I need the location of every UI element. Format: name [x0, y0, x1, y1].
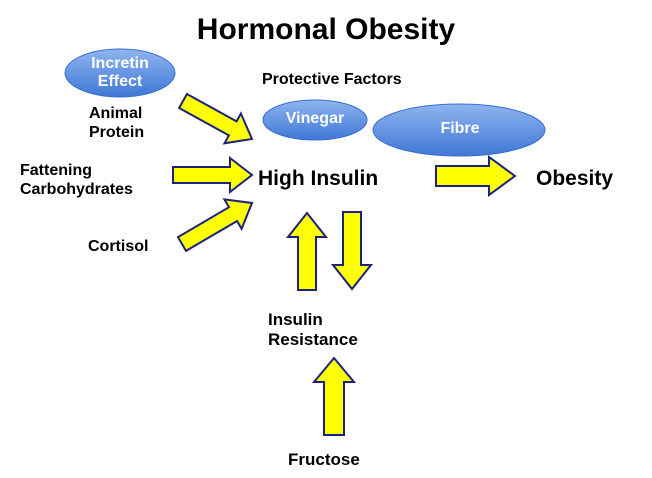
- arrow-high-insulin-to-obesity: [435, 155, 517, 197]
- vinegar-label: Vinegar: [285, 110, 345, 127]
- vinegar-ellipse: [262, 99, 368, 141]
- fattening-carbohydrates-line-2: Carbohydrates: [20, 181, 133, 199]
- arrow-high-insulin-to-insulin-resistance: [330, 211, 374, 291]
- animal-protein-line-2: Protein: [89, 124, 145, 142]
- insulin-resistance-line-1: Insulin: [268, 310, 323, 329]
- protective-factors-heading: Protective Factors: [262, 71, 402, 88]
- fibre-ellipse: [372, 103, 546, 157]
- animal-protein-line-1: Animal: [89, 105, 143, 122]
- fattening-carbohydrates-label: Fattening Carbohydrates: [20, 161, 133, 199]
- animal-protein-label: Animal Protein: [89, 104, 144, 142]
- incretin-effect-line-1: Incretin: [91, 55, 149, 72]
- arrow-cortisol-to-high-insulin: [176, 198, 254, 253]
- cortisol-label: Cortisol: [88, 238, 149, 255]
- arrow-carbohydrates-to-high-insulin: [172, 155, 254, 195]
- incretin-effect-line-2: Effect: [97, 73, 143, 91]
- arrow-insulin-resistance-to-high-insulin: [285, 211, 329, 291]
- arrow-fructose-to-insulin-resistance: [311, 356, 357, 436]
- fibre-label: Fibre: [440, 120, 480, 137]
- diagram-title: Hormonal Obesity: [196, 13, 456, 46]
- fructose-label: Fructose: [288, 450, 360, 469]
- high-insulin-label: High Insulin: [258, 167, 379, 190]
- arrows-group: [172, 92, 517, 436]
- obesity-label: Obesity: [536, 167, 614, 190]
- incretin-effect-label: Incretin Effect: [70, 55, 170, 92]
- insulin-resistance-label: Insulin Resistance: [268, 310, 358, 351]
- insulin-resistance-line-2: Resistance: [268, 330, 358, 350]
- incretin-effect-ellipse: [64, 48, 176, 98]
- fattening-carbohydrates-line-1: Fattening: [20, 162, 92, 179]
- arrow-animal-protein-to-high-insulin: [177, 92, 254, 145]
